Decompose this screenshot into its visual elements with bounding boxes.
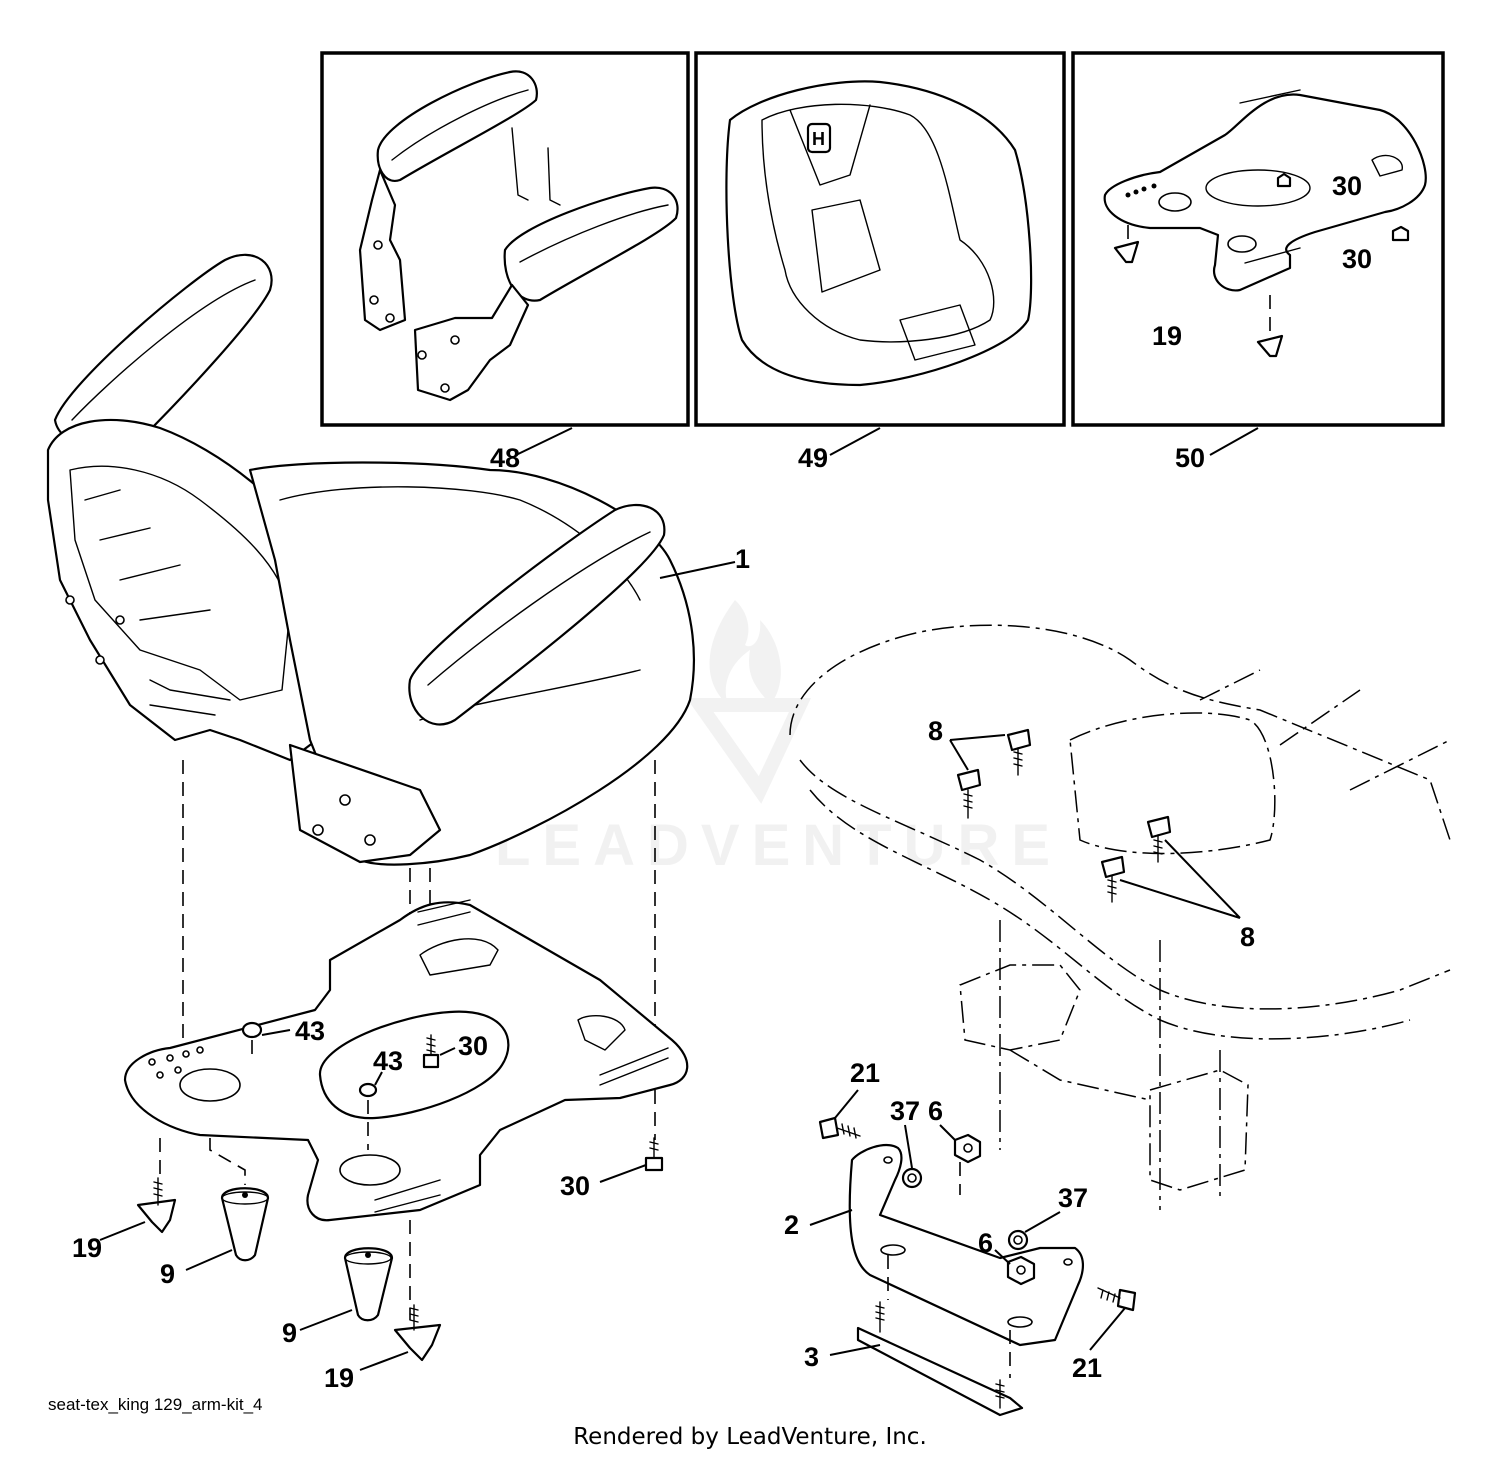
callout-37: 37 [890, 1096, 920, 1126]
callout-8: 8 [1240, 922, 1255, 952]
leader-48 [515, 427, 573, 456]
leader-9b [299, 1309, 353, 1331]
callout-19: 19 [324, 1363, 354, 1393]
bolt-21-left[interactable] [818, 1116, 861, 1140]
leader-1 [659, 561, 736, 579]
leader-37b [1024, 1211, 1061, 1233]
callout-49: 49 [798, 443, 828, 473]
leader-9a [185, 1249, 233, 1271]
bolt-8-group[interactable] [956, 728, 1172, 903]
callout-2: 2 [784, 1210, 799, 1240]
callout-9: 9 [160, 1259, 175, 1289]
inset-arm-kit[interactable] [320, 51, 690, 427]
leader-19b [359, 1351, 409, 1371]
leader-21b [1089, 1307, 1126, 1351]
callout-30: 30 [1342, 244, 1372, 274]
callout-30: 30 [560, 1171, 590, 1201]
nut-6-right[interactable] [1006, 1255, 1036, 1286]
svg-text:H: H [812, 129, 825, 149]
leader-8b [1119, 839, 1241, 919]
leader-43b [374, 1071, 383, 1086]
leader-21a [834, 1089, 859, 1119]
leader-49 [829, 427, 881, 456]
callout-48: 48 [490, 443, 520, 473]
leader-8a [949, 734, 1006, 771]
leader-6a [939, 1124, 956, 1141]
drawing-name: seat-tex_king 129_arm-kit_4 [48, 1395, 263, 1414]
hardware-43-center[interactable] [358, 1082, 378, 1150]
seat-assembly[interactable] [46, 253, 695, 866]
tractor-frame-outline [789, 624, 1451, 1210]
leader-43a [261, 1029, 291, 1036]
leader-6b [994, 1249, 1011, 1265]
hardware-43-left[interactable] [241, 1021, 263, 1060]
watermark-logo: LEADVENTURE [495, 600, 1062, 878]
leader-3 [829, 1344, 881, 1356]
callout-6: 6 [928, 1096, 943, 1126]
callout-9: 9 [282, 1318, 297, 1348]
callout-8: 8 [928, 716, 943, 746]
callout-37: 37 [1058, 1183, 1088, 1213]
callout-30: 30 [1332, 171, 1362, 201]
seat-mounting-plate[interactable] [123, 899, 689, 1222]
callout-1: 1 [735, 544, 750, 574]
callout-50: 50 [1175, 443, 1205, 473]
leader-2 [809, 1209, 853, 1226]
callout-21: 21 [1072, 1353, 1102, 1383]
callout-6: 6 [978, 1228, 993, 1258]
watermark-text: LEADVENTURE [495, 813, 1062, 878]
nut-37-right[interactable] [1007, 1229, 1029, 1251]
callout-43: 43 [295, 1016, 325, 1046]
callout-3: 3 [804, 1342, 819, 1372]
leader-50 [1209, 427, 1259, 456]
callout-19: 19 [1152, 321, 1182, 351]
bolt-30-center[interactable] [422, 1034, 440, 1069]
bumper-9-left[interactable] [220, 1187, 270, 1262]
leader-30a [599, 1164, 647, 1183]
leader-19a [99, 1221, 146, 1241]
bracket-2[interactable] [848, 1143, 1084, 1347]
callout-43: 43 [373, 1046, 403, 1076]
leader-30b [439, 1047, 456, 1056]
nut-37-left[interactable] [901, 1167, 923, 1189]
knob-19-center[interactable] [393, 1304, 442, 1362]
callout-19: 19 [72, 1233, 102, 1263]
callout-30: 30 [458, 1031, 488, 1061]
bolt-30-right[interactable] [644, 1137, 664, 1172]
bolt-21-right[interactable] [1097, 1287, 1137, 1312]
align-line-bumper-left [209, 1138, 246, 1185]
plate-3[interactable] [856, 1255, 1024, 1417]
render-credit: Rendered by LeadVenture, Inc. [573, 1424, 927, 1450]
inset-seat-cushion[interactable]: H [694, 51, 1066, 427]
knob-19-left[interactable] [136, 1177, 177, 1234]
inset-seat-plate[interactable] [1071, 51, 1445, 427]
leader-37a [904, 1124, 913, 1169]
bumper-9-right[interactable] [343, 1247, 394, 1322]
callout-21: 21 [850, 1058, 880, 1088]
nut-6-left[interactable] [953, 1133, 982, 1164]
